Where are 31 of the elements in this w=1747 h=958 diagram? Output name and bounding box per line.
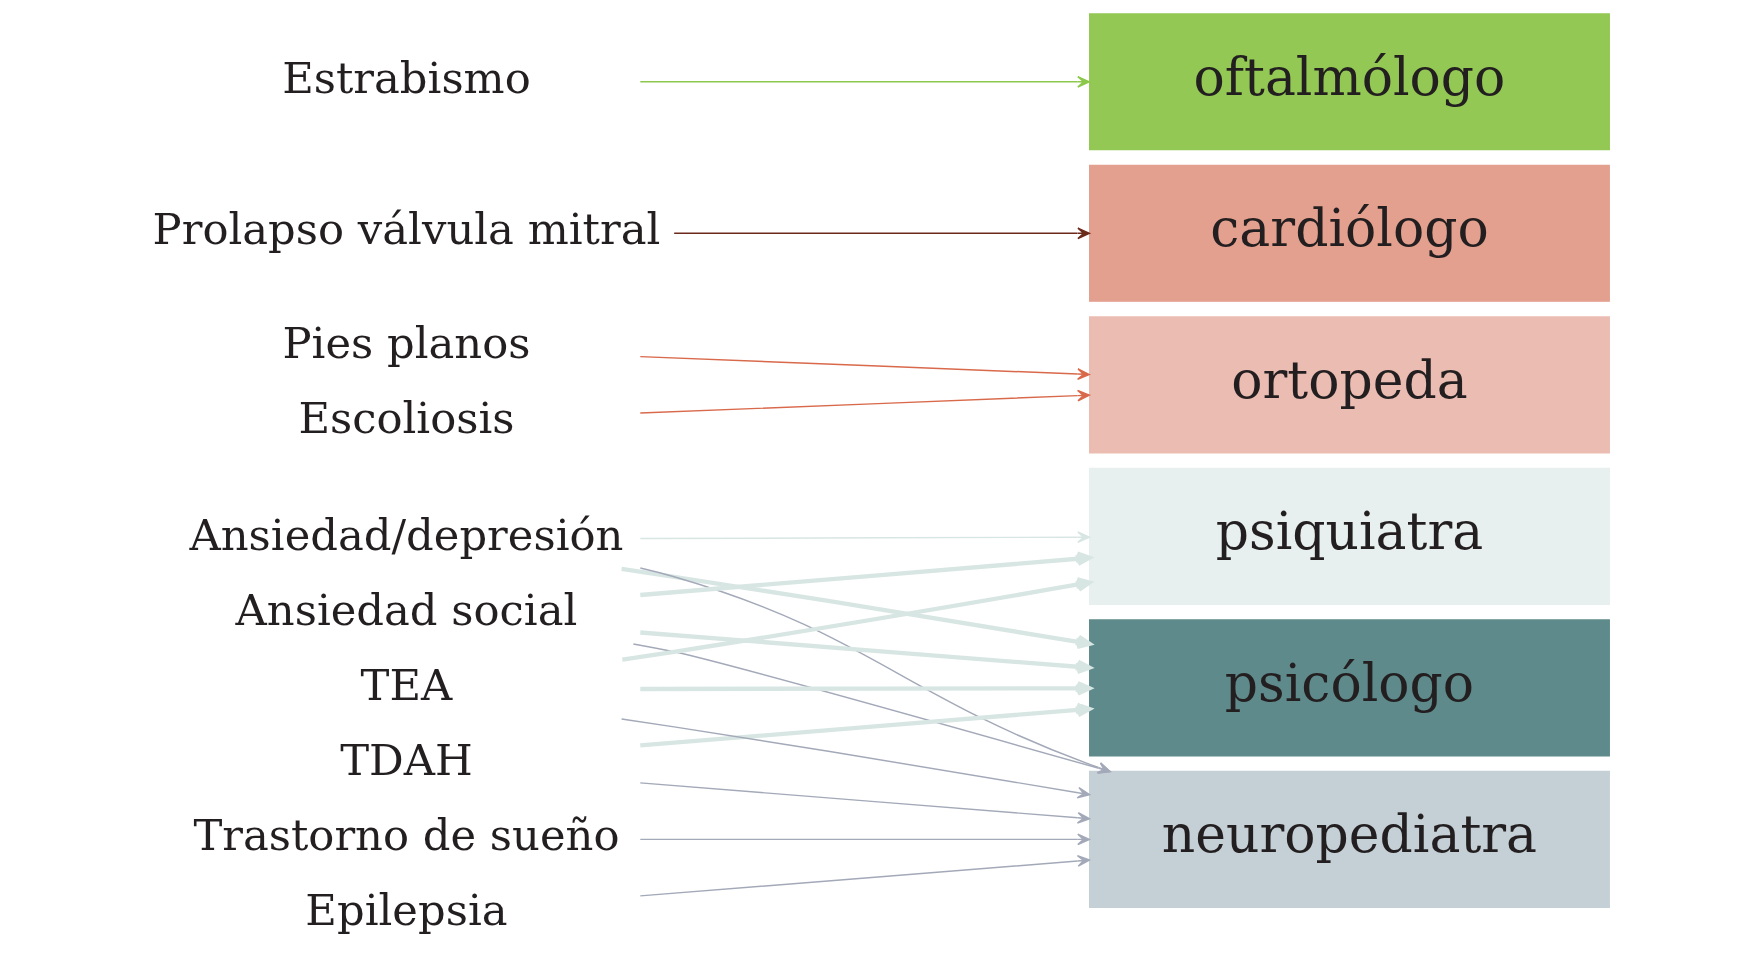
arrow xyxy=(639,833,1090,846)
node-text: Estrabismo xyxy=(281,52,531,103)
node-text: Prolapso válvula mitral xyxy=(152,204,660,255)
arrow xyxy=(639,702,1092,748)
node-box: neuropediatra xyxy=(1088,770,1610,908)
node-text: Escoliosis xyxy=(297,393,515,444)
arrow xyxy=(639,680,1092,696)
arrow xyxy=(639,782,1090,824)
arrow xyxy=(620,718,1090,799)
node-text: Ansiedad social xyxy=(235,585,577,636)
arrow xyxy=(639,630,1092,675)
arrow xyxy=(639,551,1092,598)
arrow xyxy=(621,577,1092,662)
node-box: oftalmólogo xyxy=(1088,13,1610,151)
arrow xyxy=(672,227,1090,240)
node-text: Epilepsia xyxy=(304,885,508,936)
node-text: TDAH xyxy=(339,735,473,786)
arrow xyxy=(639,355,1090,380)
arrow xyxy=(639,531,1090,544)
node-box: psicólogo xyxy=(1088,619,1610,757)
arrow xyxy=(639,75,1090,88)
node-box: cardiólogo xyxy=(1088,164,1610,302)
node-text: Trastorno de sueño xyxy=(192,810,620,861)
arrow xyxy=(639,389,1090,414)
node-text: Ansiedad/depresión xyxy=(188,510,623,561)
arrow xyxy=(620,566,1092,650)
arrow xyxy=(639,855,1090,897)
node-box: psiquiatra xyxy=(1088,467,1610,605)
node-box: ortopeda xyxy=(1088,316,1610,454)
node-text: TEA xyxy=(360,660,452,711)
node-text: Pies planos xyxy=(281,318,530,369)
